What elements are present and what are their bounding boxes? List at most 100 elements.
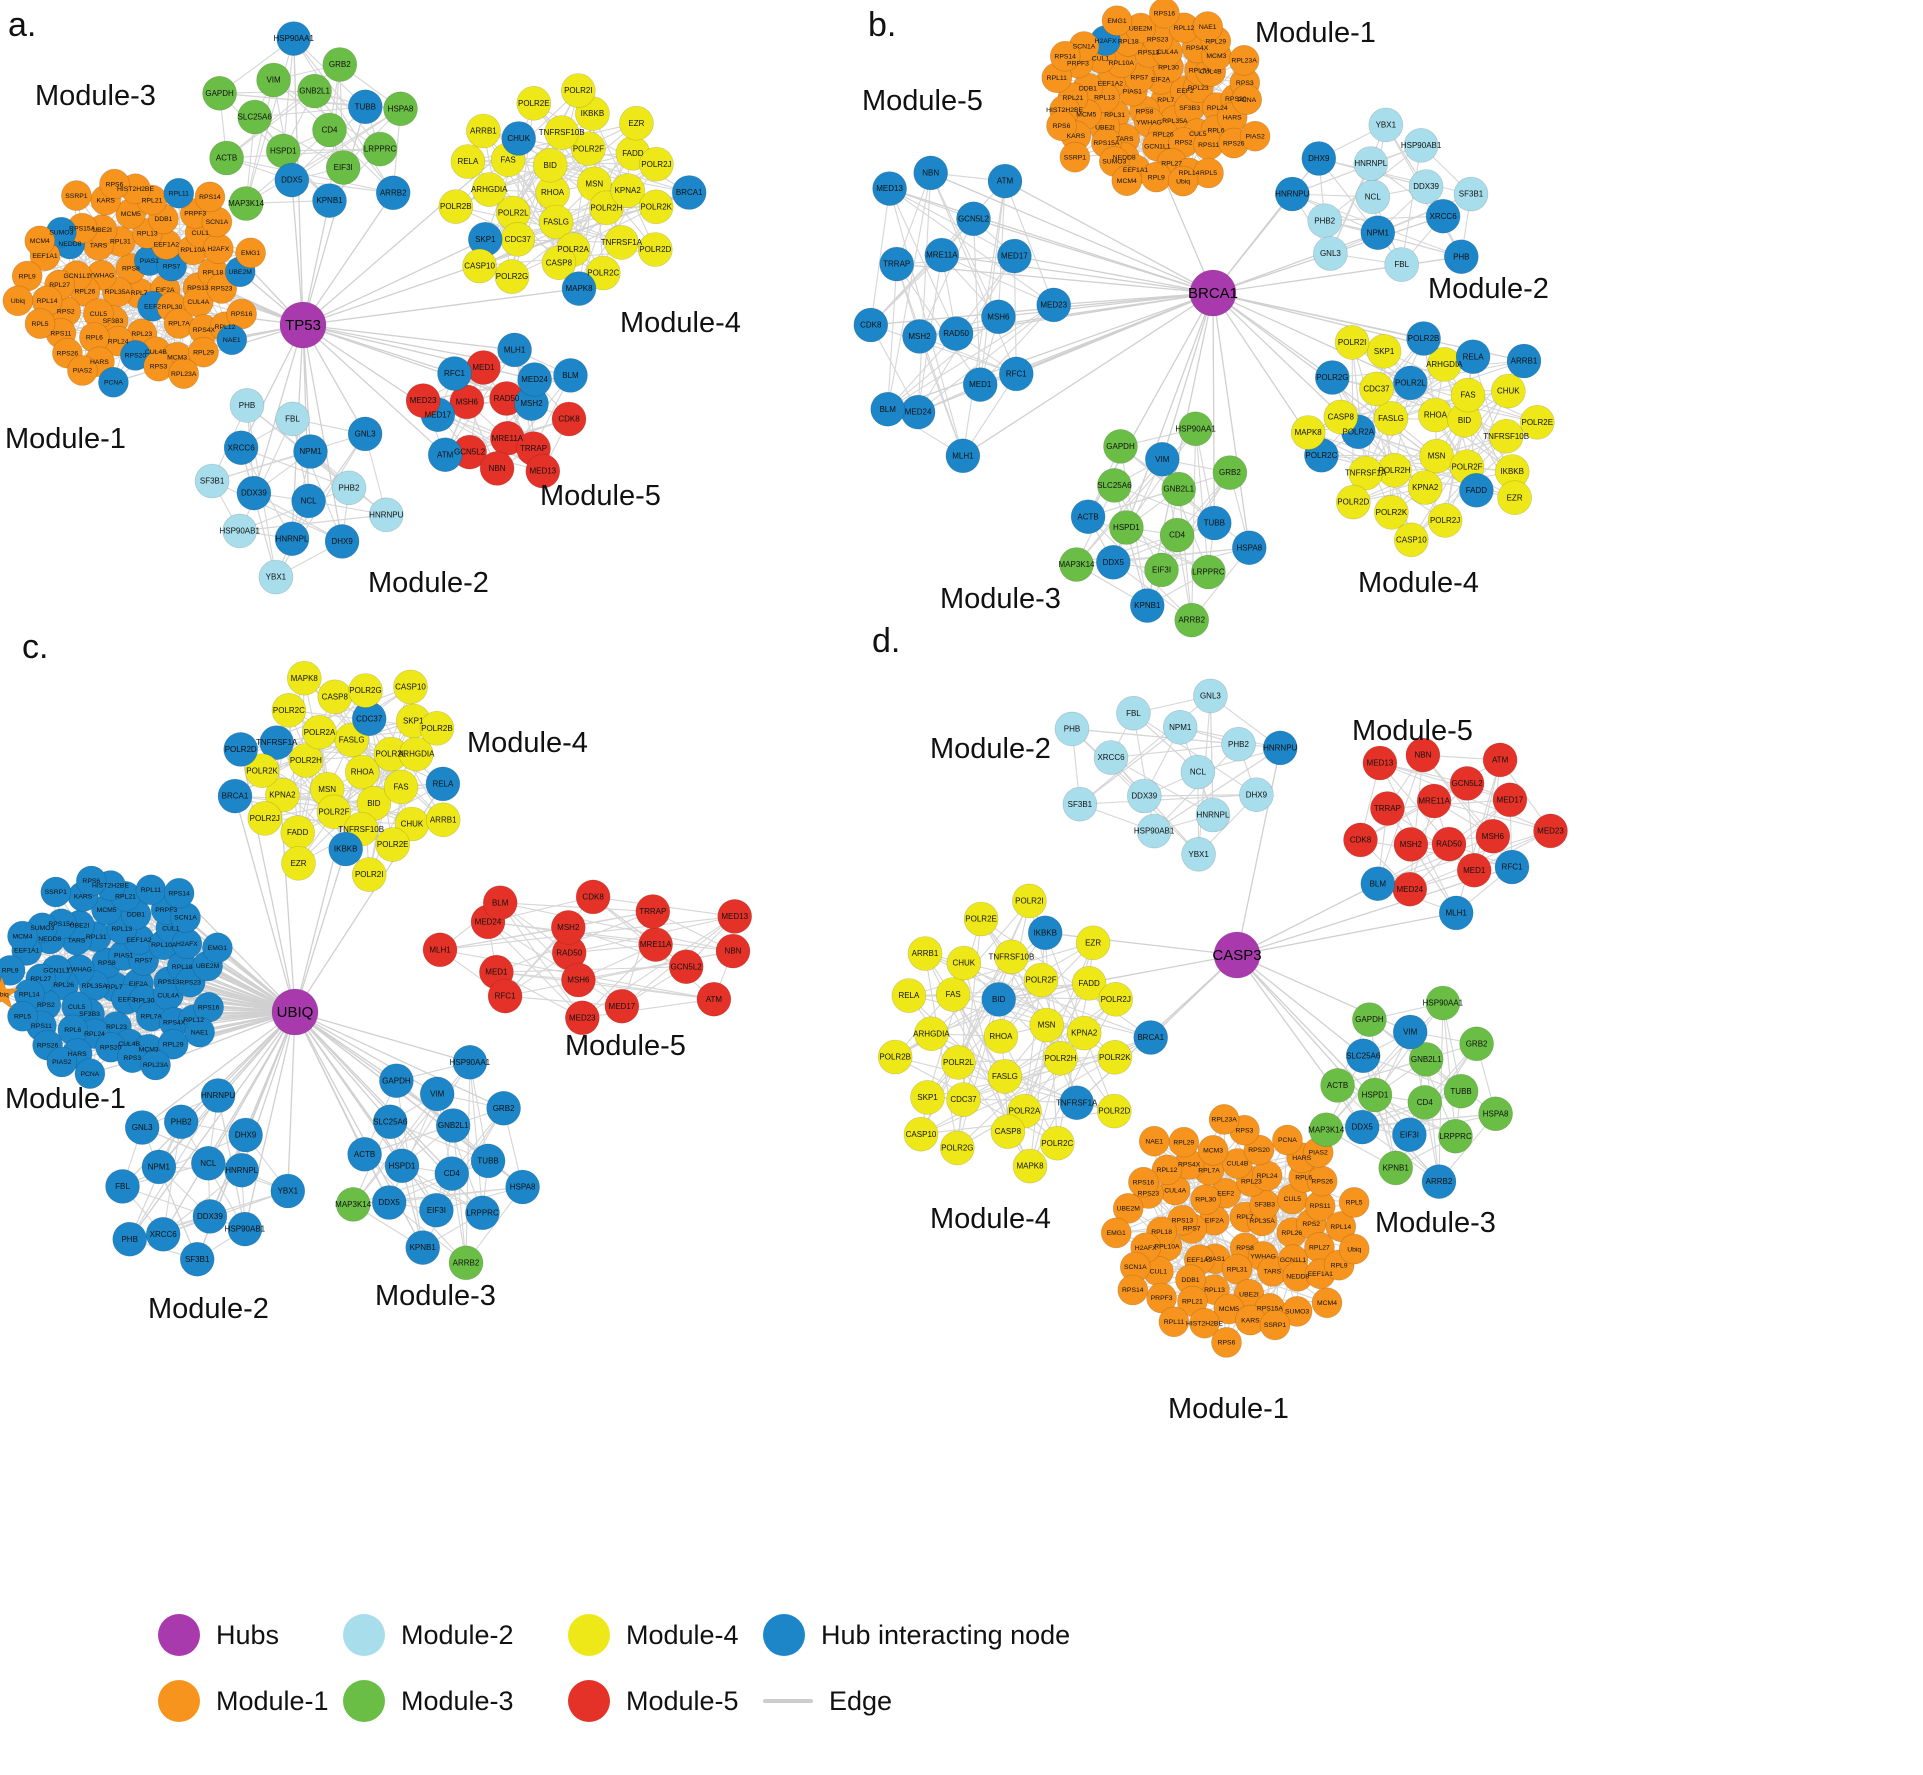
- gene-node-ATM[interactable]: [1482, 742, 1518, 778]
- gene-node-MED23[interactable]: [564, 1000, 600, 1036]
- gene-node-POLR2H[interactable]: [1043, 1041, 1078, 1076]
- gene-node-SSRP1[interactable]: [1059, 141, 1091, 173]
- gene-node-ARRB1[interactable]: [907, 936, 943, 971]
- gene-node-HSPA8[interactable]: [383, 91, 418, 127]
- gene-node-POLR2H[interactable]: [288, 743, 324, 778]
- hub-node-TP53[interactable]: [279, 301, 327, 349]
- gene-node-PHB2[interactable]: [331, 470, 367, 506]
- gene-node-SSRP1[interactable]: [61, 180, 92, 211]
- gene-node-FASLG[interactable]: [1373, 401, 1409, 436]
- gene-node-FBL[interactable]: [1116, 695, 1151, 731]
- gene-node-MSN[interactable]: [1029, 1007, 1064, 1043]
- gene-node-GAPDH[interactable]: [379, 1063, 414, 1098]
- gene-node-POLR2I[interactable]: [1334, 325, 1370, 360]
- gene-node-NPM1[interactable]: [141, 1149, 177, 1185]
- hub-node-BRCA1[interactable]: [1189, 269, 1237, 317]
- gene-node-MED1[interactable]: [466, 350, 501, 385]
- gene-node-SF3B1[interactable]: [179, 1241, 215, 1277]
- gene-node-HSP90AB1[interactable]: [1136, 813, 1172, 849]
- gene-node-VIM[interactable]: [1392, 1014, 1428, 1050]
- gene-node-FASLG[interactable]: [538, 204, 574, 240]
- gene-node-GNB2L1[interactable]: [1408, 1042, 1444, 1077]
- gene-node-TNFRSF10B[interactable]: [994, 939, 1029, 975]
- gene-node-GRB2[interactable]: [1212, 455, 1248, 490]
- gene-node-MAP3K14[interactable]: [1308, 1112, 1344, 1147]
- gene-node-BRCA1[interactable]: [671, 175, 707, 210]
- gene-node-MED13[interactable]: [872, 171, 907, 206]
- gene-node-POLR2D[interactable]: [1336, 484, 1371, 520]
- gene-node-PIAS2[interactable]: [67, 355, 98, 386]
- gene-node-PHB2[interactable]: [163, 1104, 199, 1140]
- gene-node-MSH2[interactable]: [902, 319, 937, 354]
- gene-node-RAD50[interactable]: [938, 316, 974, 351]
- gene-node-TRRAP[interactable]: [1370, 791, 1405, 826]
- gene-node-GCN5L2[interactable]: [668, 949, 704, 985]
- gene-node-XRCC6[interactable]: [1093, 740, 1129, 775]
- gene-node-BLM[interactable]: [870, 391, 906, 427]
- gene-node-FADD[interactable]: [1071, 965, 1107, 1001]
- gene-node-POLR2D[interactable]: [1097, 1093, 1132, 1129]
- gene-node-POLR2C[interactable]: [585, 255, 621, 291]
- gene-node-EIF3I[interactable]: [1392, 1117, 1427, 1152]
- gene-node-MED17[interactable]: [1492, 782, 1528, 818]
- gene-node-MLH1[interactable]: [945, 438, 981, 474]
- gene-node-ARRB1[interactable]: [1506, 343, 1542, 379]
- gene-node-NBN[interactable]: [479, 451, 515, 486]
- gene-node-POLR2B[interactable]: [438, 189, 474, 224]
- gene-node-NAE1[interactable]: [1192, 11, 1223, 42]
- gene-node-GNL3[interactable]: [1193, 678, 1228, 714]
- gene-node-MSH6[interactable]: [981, 299, 1016, 335]
- gene-node-TNFRSF1A[interactable]: [1348, 455, 1383, 491]
- gene-node-MED23[interactable]: [1036, 287, 1071, 323]
- gene-node-PHB[interactable]: [229, 388, 265, 423]
- gene-node-HSP90AA1[interactable]: [1425, 985, 1461, 1021]
- gene-node-Ubiq[interactable]: [1167, 165, 1199, 197]
- gene-node-MED23[interactable]: [405, 383, 441, 418]
- gene-node-MED17[interactable]: [604, 988, 640, 1024]
- gene-node-MSN[interactable]: [1419, 438, 1454, 474]
- gene-node-NBN[interactable]: [715, 933, 751, 969]
- gene-node-SLC25A6[interactable]: [1345, 1038, 1381, 1074]
- gene-node-NCL[interactable]: [1180, 754, 1216, 790]
- gene-node-FBL[interactable]: [275, 401, 310, 437]
- gene-node-POLR2E[interactable]: [516, 86, 552, 121]
- gene-node-CASP10[interactable]: [393, 669, 428, 705]
- gene-node-LRPPRC[interactable]: [1191, 554, 1226, 590]
- gene-node-POLR2C[interactable]: [1040, 1125, 1075, 1161]
- gene-node-SF3B1[interactable]: [1453, 176, 1489, 212]
- gene-node-DDX5[interactable]: [1096, 544, 1131, 580]
- gene-node-GRB2[interactable]: [486, 1091, 521, 1126]
- gene-node-RPL9[interactable]: [1141, 161, 1172, 193]
- gene-node-POLR2J[interactable]: [1427, 503, 1463, 538]
- gene-node-GNB2L1[interactable]: [297, 73, 332, 109]
- gene-node-CDK8[interactable]: [853, 307, 889, 343]
- gene-node-RPL11[interactable]: [163, 177, 195, 209]
- gene-node-MED13[interactable]: [1362, 745, 1398, 781]
- gene-node-GNL3[interactable]: [1313, 236, 1348, 271]
- gene-node-DHX9[interactable]: [228, 1117, 263, 1153]
- gene-node-YBX1[interactable]: [270, 1173, 306, 1209]
- gene-node-POLR2J[interactable]: [247, 801, 283, 836]
- gene-node-VIM[interactable]: [1145, 441, 1180, 477]
- gene-node-RPL5[interactable]: [7, 1000, 38, 1032]
- gene-node-GNB2L1[interactable]: [1161, 471, 1196, 507]
- gene-node-MCM4[interactable]: [1111, 165, 1143, 196]
- gene-node-RPS16[interactable]: [226, 298, 257, 330]
- gene-node-FASLG[interactable]: [987, 1059, 1023, 1094]
- gene-node-EIF3I[interactable]: [325, 150, 361, 185]
- gene-node-EIF3I[interactable]: [419, 1192, 454, 1228]
- gene-node-HNRNPL[interactable]: [1353, 146, 1389, 181]
- gene-node-TNFRSF1A[interactable]: [604, 225, 639, 260]
- gene-node-RPS14[interactable]: [163, 877, 195, 909]
- gene-node-NPM1[interactable]: [1360, 215, 1396, 250]
- gene-node-RPL5[interactable]: [24, 308, 56, 339]
- gene-node-NCL[interactable]: [1355, 179, 1391, 215]
- gene-node-HNRNPL[interactable]: [274, 521, 310, 557]
- gene-node-POLR2J[interactable]: [639, 146, 674, 182]
- gene-node-MAP3K14[interactable]: [335, 1187, 371, 1222]
- gene-node-POLR2K[interactable]: [638, 189, 674, 225]
- gene-node-RPL31[interactable]: [1221, 1253, 1253, 1285]
- gene-node-RPS6[interactable]: [99, 168, 130, 200]
- gene-node-BID[interactable]: [532, 147, 568, 183]
- gene-node-HSPA8[interactable]: [505, 1169, 540, 1205]
